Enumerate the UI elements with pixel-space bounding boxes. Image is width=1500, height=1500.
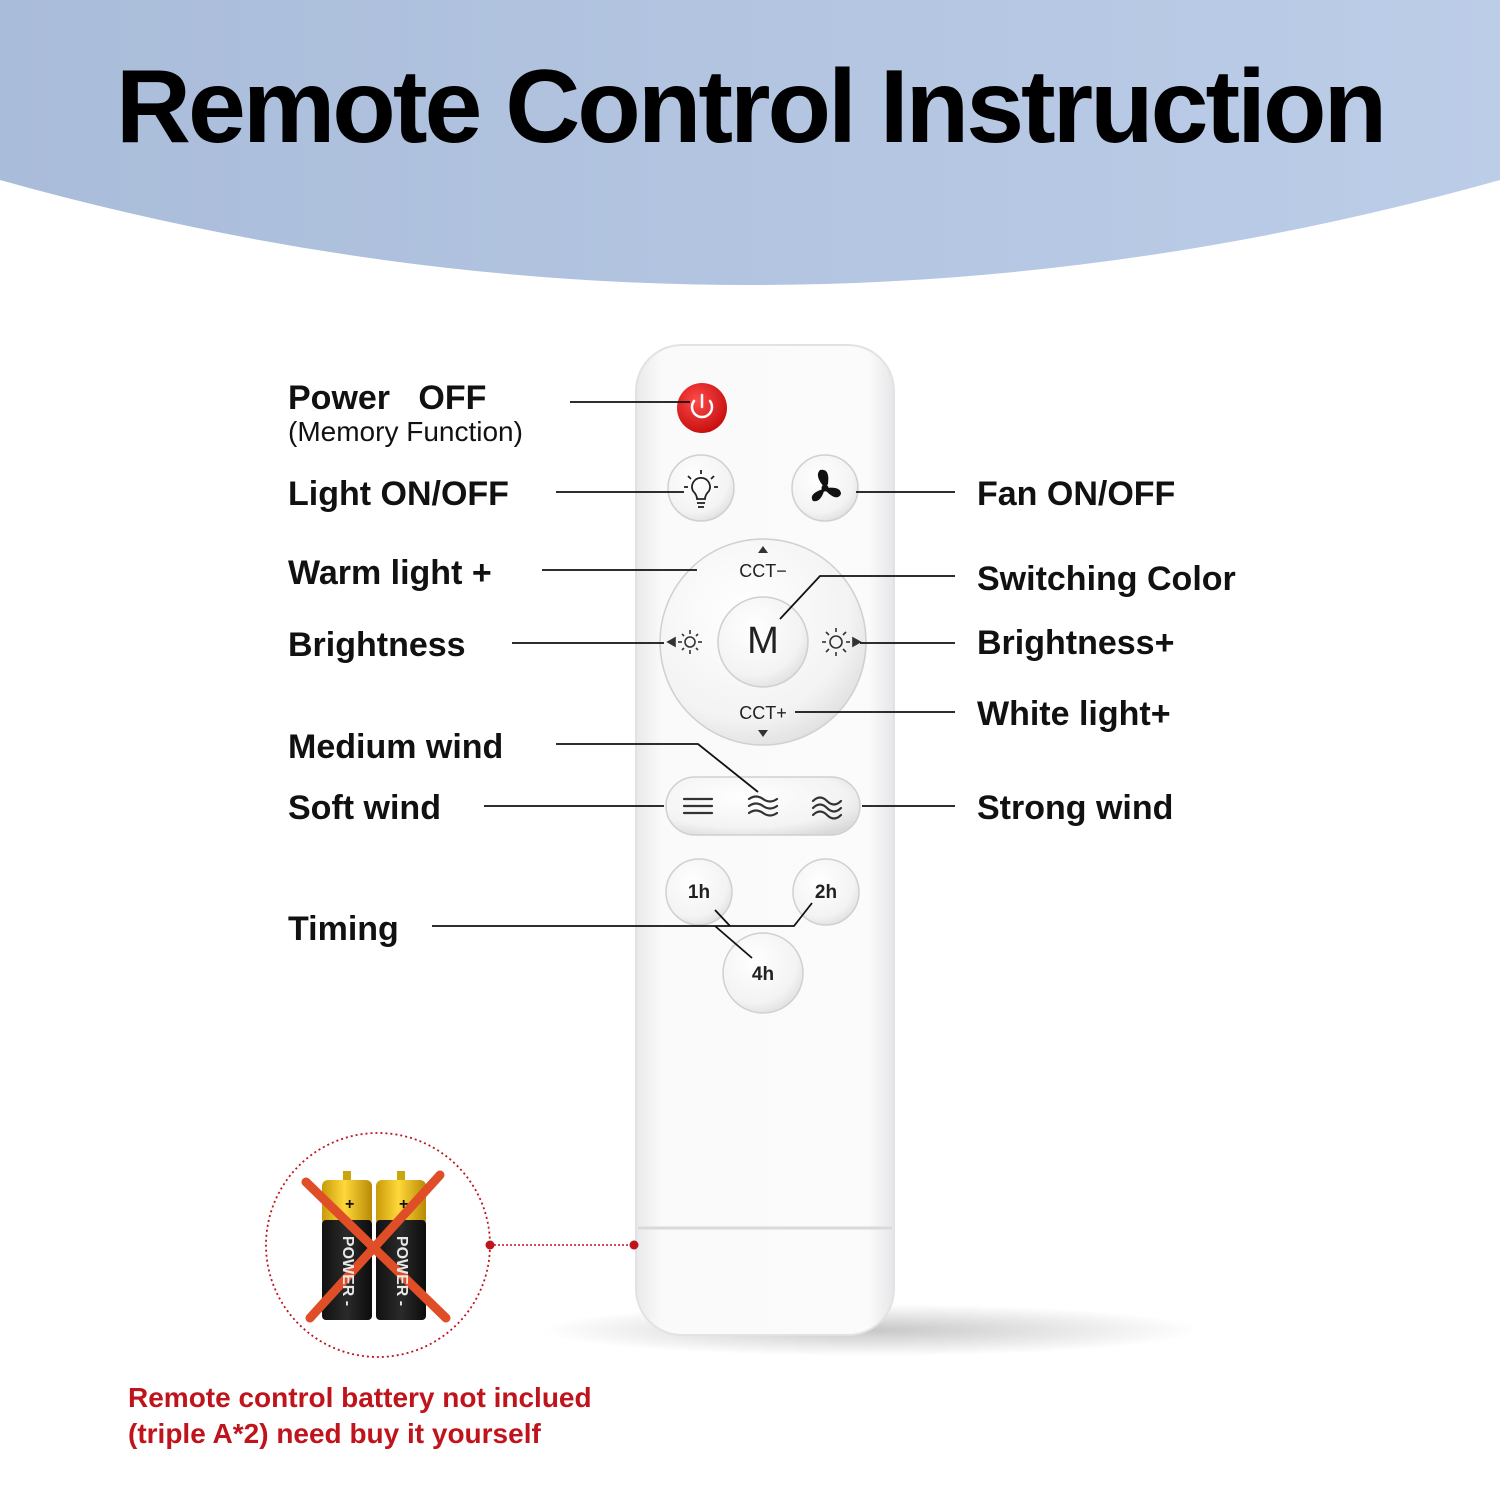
soft-wind-icon (682, 797, 714, 815)
cct-minus-label: CCT− (739, 561, 787, 581)
soft-wind-label: Soft wind (288, 789, 441, 827)
strong-wind-icon (811, 796, 843, 820)
timer-2h-button (792, 858, 860, 926)
warm-light-label: Warm light + (288, 554, 492, 592)
timer-1h-label[interactable]: 1h (687, 882, 711, 903)
brightness-plus-icon (822, 628, 862, 656)
header-band (0, 0, 1500, 285)
timer-1h-button (665, 858, 733, 926)
brightness-plus-label: Brightness+ (977, 624, 1175, 662)
power-off-label: Power OFF (288, 379, 487, 417)
timer-4h-button (722, 932, 804, 1014)
leader-lines (432, 401, 955, 959)
timer-4h-label[interactable]: 4h (751, 964, 775, 985)
cct-plus-label: CCT+ (739, 703, 787, 723)
cross-line-2 (305, 1170, 445, 1323)
light-on-off-label: Light ON/OFF (288, 475, 509, 513)
battery-notice: + + (265, 1132, 639, 1358)
down-arrow-icon (758, 730, 768, 737)
light-button (667, 454, 735, 522)
strong-wind-label: Strong wind (977, 789, 1174, 827)
timer-2h-label[interactable]: 2h (814, 882, 838, 903)
mode-button-label[interactable]: M (747, 620, 779, 662)
battery-left-brand: POWER - (339, 1235, 356, 1307)
switching-color-label: Switching Color (977, 560, 1236, 598)
medium-wind-icon (747, 795, 779, 817)
battery-right-brand: POWER - (393, 1235, 410, 1307)
battery-note-line1: Remote control battery not inclued (128, 1382, 592, 1413)
d-pad (659, 538, 867, 746)
page-title: Remote Control Instruction (115, 49, 1387, 165)
up-arrow-icon (758, 546, 768, 553)
brightness-minus-label: Brightness (288, 626, 466, 664)
brightness-minus-icon (666, 630, 702, 654)
bulb-icon (684, 470, 718, 508)
svg-text:+: + (399, 1196, 408, 1213)
wind-bar (665, 776, 861, 836)
white-light-label: White light+ (977, 695, 1171, 733)
svg-text:+: + (345, 1196, 354, 1213)
fan-icon (811, 469, 841, 502)
battery-note-line2: (triple A*2) need buy it yourself (128, 1418, 541, 1449)
power-button (677, 383, 727, 433)
fan-button (791, 454, 859, 522)
medium-wind-label: Medium wind (288, 728, 504, 766)
fan-on-off-label: Fan ON/OFF (977, 475, 1176, 513)
memory-function-label: (Memory Function) (288, 416, 523, 447)
timing-label: Timing (288, 910, 399, 948)
